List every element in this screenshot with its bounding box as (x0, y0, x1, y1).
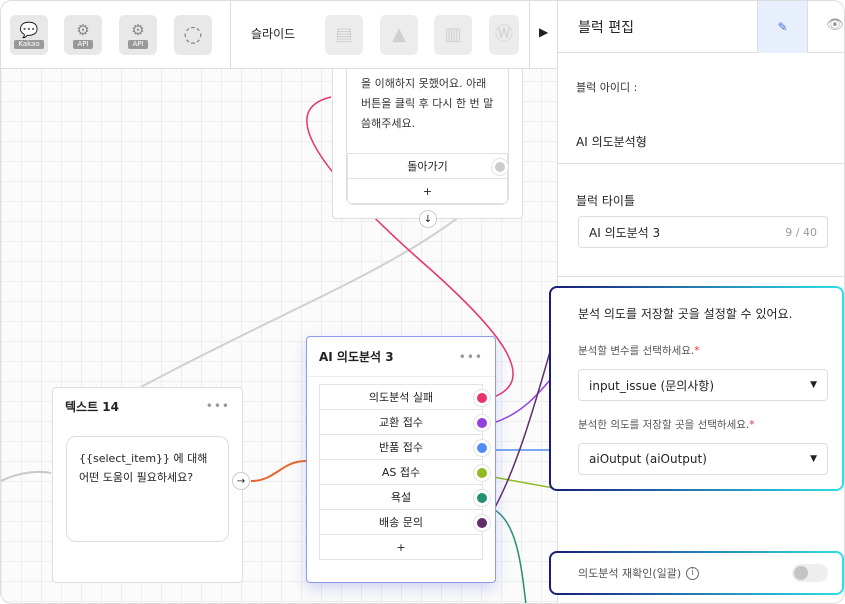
ai-block-button[interactable]: ◌ (174, 15, 212, 55)
api-gear-icon: ⚙ (131, 20, 145, 39)
intent-row[interactable]: 반품 접수 (319, 434, 491, 460)
flow-canvas[interactable]: 💬Kakao ⚙API ⚙API ◌ 슬라이드 ▤ ▲ ▥ Ⓦ ▶ 을 이해하지… (0, 0, 558, 604)
save-label: 분석한 의도를 저장할 곳을 선택하세요. (578, 419, 750, 431)
block-title-label: 블럭 타이틀 (576, 194, 636, 208)
add-intent-button[interactable]: + (319, 534, 483, 560)
node-title: 텍스트 14 (65, 399, 119, 414)
add-button[interactable]: + (347, 178, 508, 204)
kakao-icon: 💬 (19, 20, 39, 39)
triangle-right-icon[interactable]: ▶ (539, 25, 549, 39)
api-gear-icon: ⚙ (76, 20, 90, 39)
slide-text-button[interactable]: ▤ (325, 15, 363, 55)
wire-gray (1, 471, 52, 482)
intent-settings-section: 분석 의도를 저장할 곳을 설정할 수 있어요. 분석할 변수를 선택하세요.*… (549, 286, 844, 491)
block-type: AI 의도분석형 (576, 135, 647, 149)
block-id-label: 블럭 아이디 : (576, 81, 638, 94)
wire-teal (492, 508, 527, 603)
slide-wiki-icon: Ⓦ (495, 24, 513, 45)
caret-down-icon: ▼ (810, 380, 817, 390)
slide-label: 슬라이드 (251, 27, 296, 41)
more-icon[interactable]: ••• (205, 399, 230, 413)
text-node[interactable]: 텍스트 14 ••• {{select_item}} 에 대해 어떤 도움이 필요… (52, 387, 243, 583)
output-select[interactable]: aiOutput (aiOutput)▼ (578, 443, 828, 475)
recheck-toggle[interactable] (792, 564, 828, 582)
section-heading: 분석 의도를 저장할 곳을 설정할 수 있어요. (578, 307, 793, 321)
panel-title: 블럭 편집 (578, 19, 634, 36)
wire-pink (306, 96, 514, 399)
wire-green (492, 476, 557, 490)
recheck-label: 의도분석 재확인(일괄) (578, 567, 682, 580)
intent-row[interactable]: 배송 문의 (319, 509, 491, 535)
eye-icon[interactable]: 👁 (826, 17, 844, 33)
intent-row[interactable]: 의도분석 실패 (319, 384, 491, 410)
wire-orange (250, 460, 307, 482)
block-toolbar: 💬Kakao ⚙API ⚙API ◌ 슬라이드 ▤ ▲ ▥ Ⓦ ▶ (1, 1, 557, 69)
variable-select[interactable]: input_issue (문의사항)▼ (578, 369, 828, 401)
arrow-down-icon[interactable]: ↓ (419, 210, 437, 228)
text-bubble: {{select_item}} 에 대해 어떤 도움이 필요하세요? (66, 436, 229, 542)
slide-image-icon: ▲ (392, 24, 406, 45)
output-port[interactable] (473, 439, 491, 457)
ai-chat-icon: ◌ (183, 22, 203, 47)
slide-wiki-button[interactable]: Ⓦ (489, 15, 519, 55)
slide-card-button[interactable]: ▥ (434, 15, 472, 55)
api-block-button[interactable]: ⚙API (64, 15, 102, 55)
intent-row[interactable]: 욕설 (319, 484, 491, 510)
output-port[interactable] (473, 464, 491, 482)
pencil-icon[interactable]: ✎ (757, 1, 808, 53)
node-title: AI 의도분석 3 (319, 350, 394, 364)
kakao-block-button[interactable]: 💬Kakao (10, 15, 48, 55)
message-node[interactable]: 을 이해하지 못했어요. 아래 버튼을 클릭 후 다시 한 번 말 씀해주세요.… (332, 41, 523, 219)
output-port[interactable] (473, 414, 491, 432)
var-label: 분석할 변수를 선택하세요. (578, 345, 695, 357)
recheck-section: 의도분석 재확인(일괄) i (549, 551, 844, 595)
output-port[interactable] (473, 489, 491, 507)
slide-text-icon: ▤ (335, 24, 353, 45)
slide-card-icon: ▥ (444, 24, 462, 45)
arrow-right-icon[interactable]: → (232, 472, 250, 490)
info-icon[interactable]: i (686, 566, 700, 580)
output-port[interactable] (473, 389, 491, 407)
char-count: 9 / 40 (785, 225, 817, 239)
more-icon[interactable]: ••• (458, 349, 483, 364)
intent-row[interactable]: 교환 접수 (319, 409, 491, 435)
back-button[interactable]: 돌아가기 (347, 153, 508, 179)
slide-image-button[interactable]: ▲ (380, 15, 418, 55)
api-block-button-2[interactable]: ⚙API (119, 15, 157, 55)
output-port[interactable] (473, 514, 491, 532)
caret-down-icon: ▼ (810, 454, 817, 464)
intent-row[interactable]: AS 접수 (319, 459, 491, 485)
